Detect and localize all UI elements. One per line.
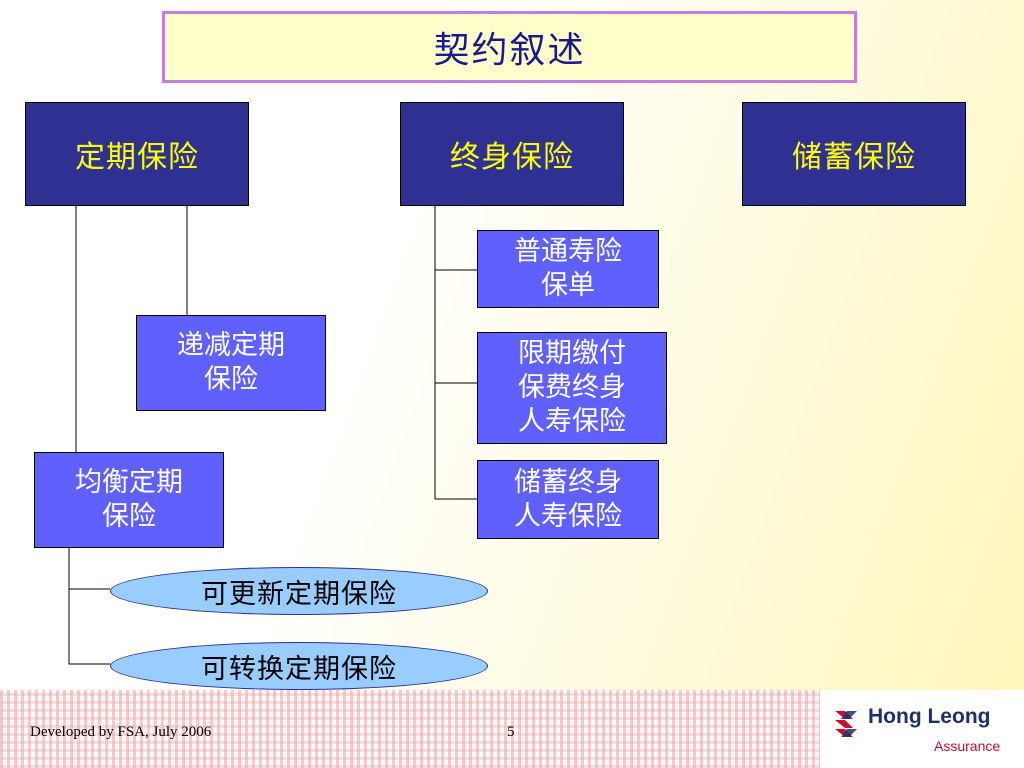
logo-name: Hong Leong <box>868 705 991 728</box>
limited-pay-life-box: 限期缴付 保费终身 人寿保险 <box>477 332 667 444</box>
connector-level-to-renewable <box>68 546 110 590</box>
category-term-insurance: 定期保险 <box>25 102 249 206</box>
category-whole-life-insurance: 终身保险 <box>400 102 624 206</box>
renewable-term-oval: 可更新定期保险 <box>110 567 488 615</box>
category-endowment-insurance: 储蓄保险 <box>742 102 966 206</box>
connector-level-to-convertible <box>68 589 110 665</box>
decreasing-term-box: 递减定期 保险 <box>136 315 326 411</box>
logo-subtitle: Assurance <box>934 738 1001 754</box>
page-number: 5 <box>507 724 515 740</box>
hong-leong-logo-icon <box>835 711 857 737</box>
endowment-life-box: 储蓄终身 人寿保险 <box>477 460 659 539</box>
footer-credit: Developed by FSA, July 2006 <box>30 724 212 740</box>
slide-title: 契约叙述 <box>162 11 857 83</box>
ordinary-life-box: 普通寿险 保单 <box>477 230 659 308</box>
footer-pattern-band <box>0 690 820 768</box>
level-term-box: 均衡定期 保险 <box>34 452 224 548</box>
convertible-term-oval: 可转换定期保险 <box>110 642 488 690</box>
